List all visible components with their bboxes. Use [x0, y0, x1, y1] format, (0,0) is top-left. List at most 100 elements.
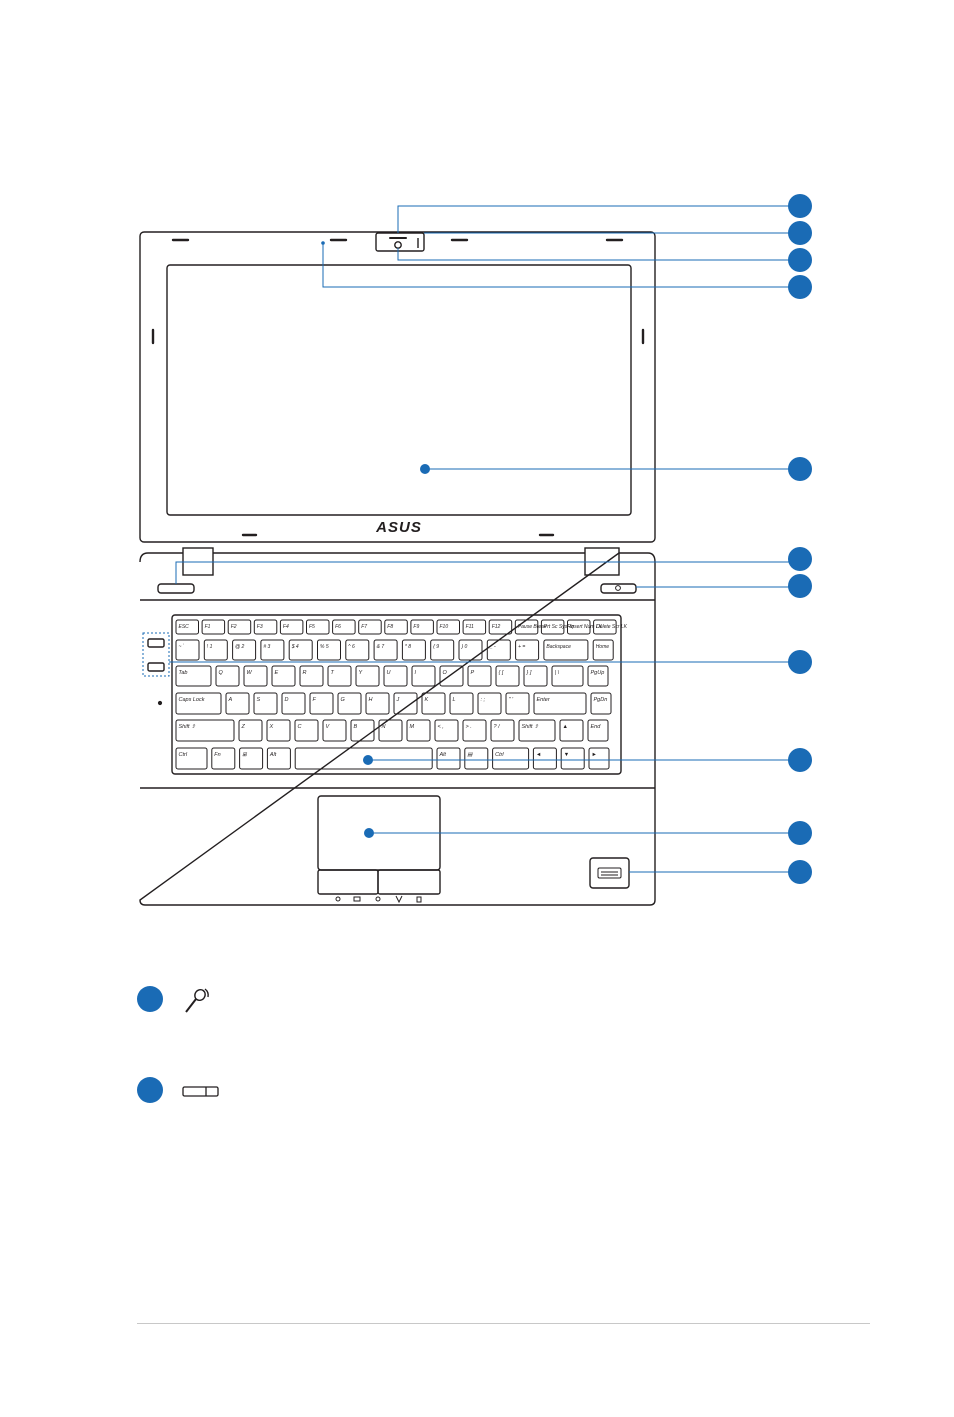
display-lid	[139, 231, 656, 543]
callout-marker	[788, 248, 812, 272]
keyboard-key-label: F6	[335, 624, 341, 630]
keyboard-key-label: @ 2	[235, 644, 244, 650]
keyboard-key-label: E	[275, 670, 279, 676]
callout-marker	[788, 748, 812, 772]
keyboard-frame	[171, 614, 622, 775]
keyboard-key	[488, 619, 513, 635]
callout-marker	[788, 650, 812, 674]
callout-marker	[788, 574, 812, 598]
keyboard-key-label: Shift ⇧	[179, 723, 197, 730]
fingerprint-reader	[589, 857, 630, 889]
keyboard-key	[593, 619, 617, 635]
keyboard-key-label: % 5	[320, 644, 329, 650]
keyboard-key-label: F10	[440, 624, 449, 630]
keyboard-key-label: ESC	[179, 624, 190, 630]
keyboard-key	[232, 639, 257, 661]
footer-rule	[137, 1323, 870, 1324]
keyboard-key	[253, 692, 278, 715]
keyboard-key-label: End	[591, 724, 602, 730]
keyboard-key	[175, 719, 235, 742]
keyboard-key	[449, 692, 474, 715]
keyboard-key	[518, 719, 556, 742]
keyboard-key-label: ~ `	[179, 644, 185, 650]
keyboard-key-label: Fn	[214, 752, 220, 758]
keyboard-key	[567, 619, 591, 635]
keyboard-key	[288, 639, 313, 661]
keyboard-key-label: Pause Break	[518, 624, 547, 630]
keyboard-key	[436, 619, 460, 635]
keyboard-key-label: Y	[359, 670, 363, 676]
keyboard-key	[279, 619, 304, 635]
keyboard-key	[175, 619, 199, 635]
keyboard-key	[587, 665, 609, 687]
callout-marker	[788, 547, 812, 571]
keyboard-key	[587, 719, 609, 742]
keyboard-key	[467, 665, 492, 687]
keyboard-key	[590, 692, 612, 715]
keyboard-key-label: F7	[361, 624, 367, 630]
keyboard-key	[410, 619, 434, 635]
status-indicators	[335, 895, 422, 904]
keyboard-key	[239, 747, 264, 770]
keyboard-key	[436, 747, 461, 770]
keyboard-key	[215, 665, 240, 687]
keyboard-key	[365, 692, 390, 715]
keyboard-key	[411, 665, 436, 687]
keyboard-key	[560, 747, 585, 770]
keyboard-key-label: PgUp	[591, 670, 605, 676]
keyboard-key-label: Backspace	[546, 644, 571, 650]
keyboard-key-label: N	[382, 724, 386, 730]
keyboard-key-label: & 7	[377, 644, 385, 650]
keyboard-key-label: : ;	[481, 697, 486, 703]
keyboard-key-label: Enter	[537, 697, 551, 703]
keyboard-key	[378, 719, 403, 742]
keyboard-key-label: _ -	[489, 644, 496, 650]
keyboard-key-label: R	[303, 670, 307, 676]
keyboard-key	[373, 639, 398, 661]
keyboard-key-label: O	[443, 670, 448, 676]
keyboard-key-label: F2	[231, 624, 237, 630]
keyboard-key	[462, 719, 487, 742]
microphone-icon	[185, 988, 209, 1013]
keyboard-key-label: + =	[518, 644, 525, 650]
callout-marker	[788, 221, 812, 245]
keyboard-key-label: F8	[387, 624, 393, 630]
keyboard-key-label: Ctrl	[179, 752, 188, 758]
keyboard-key	[439, 665, 464, 687]
keyboard-key-label: ! 1	[207, 644, 213, 650]
keyboard-key-label: * 8	[405, 644, 411, 650]
keyboard-key	[294, 719, 319, 742]
keyboard-key	[533, 692, 587, 715]
keyboard-key	[421, 692, 446, 715]
keyboard-key	[358, 619, 382, 635]
keyboard-key-label: Ctrl	[495, 752, 504, 758]
keyboard-key-label: Shift ⇧	[522, 723, 540, 730]
keyboard-key	[495, 665, 520, 687]
power-button	[600, 583, 637, 594]
keyboard-key	[462, 619, 487, 635]
camera-module	[375, 232, 425, 252]
keyboard-key-label: L	[453, 697, 456, 703]
keyboard-key-label: | \	[555, 670, 560, 676]
keyboard-key-label: T	[331, 670, 335, 676]
keyboard-key-label: Home	[596, 644, 610, 650]
keyboard-key	[238, 719, 263, 742]
callout-marker	[788, 275, 812, 299]
keyboard-key-label: F5	[309, 624, 315, 630]
keyboard-key-label: Caps Lock	[179, 697, 205, 703]
keyboard-key-label: V	[326, 724, 331, 730]
keyboard-key	[384, 619, 408, 635]
keyboard-key	[201, 619, 226, 635]
keyboard-key	[559, 719, 584, 742]
keyboard-key-label: F4	[283, 624, 289, 630]
keyboard-key	[253, 619, 278, 635]
keyboard-key-label: > .	[466, 724, 472, 730]
laptop-base	[139, 552, 656, 906]
keyboard-key-label: F11	[466, 624, 474, 630]
keyboard-key-label: ▤	[467, 752, 473, 758]
keyboard-key	[477, 692, 502, 715]
keyboard-key-label: F9	[413, 624, 419, 630]
keyboard-key-label: F1	[205, 624, 211, 630]
keyboard-key-label: Q	[219, 670, 224, 676]
